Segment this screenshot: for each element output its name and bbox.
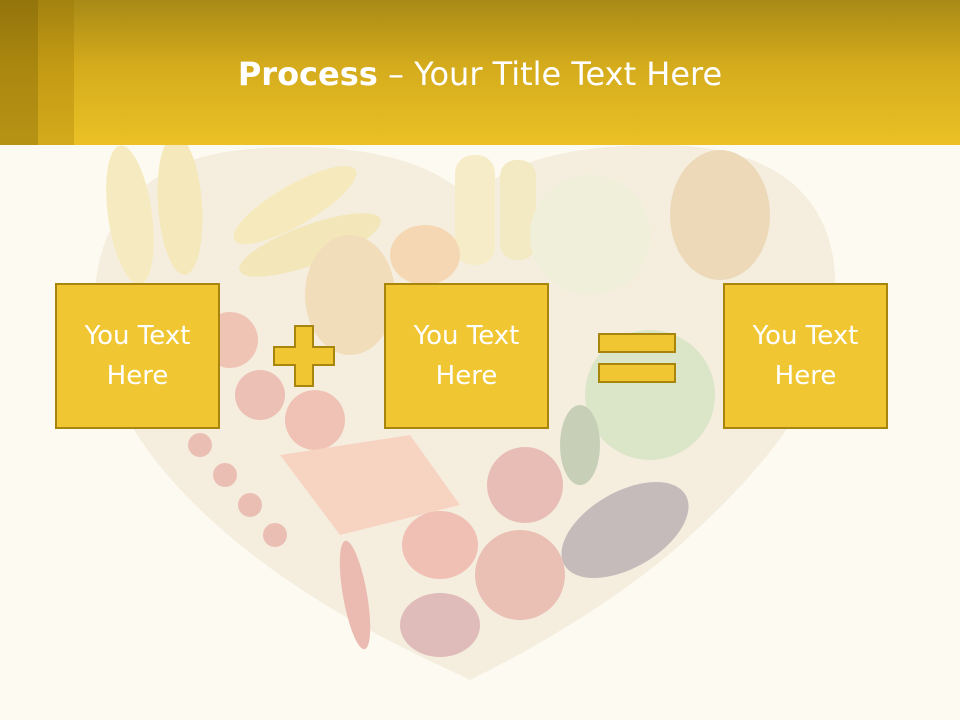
process-box-2[interactable]: You Text Here bbox=[384, 283, 549, 429]
tomato-shape bbox=[238, 493, 262, 517]
salmon-shape bbox=[280, 435, 460, 535]
corn-shape bbox=[455, 155, 495, 265]
pepper-shape bbox=[402, 511, 478, 579]
pepper-shape bbox=[390, 225, 460, 285]
tomato-shape bbox=[235, 370, 285, 420]
apple-shape bbox=[475, 530, 565, 620]
title-bold: Process bbox=[237, 55, 378, 93]
header-accent-bar bbox=[38, 0, 74, 145]
chili-shape bbox=[339, 540, 371, 650]
pineapple-shape bbox=[305, 235, 395, 355]
tomato-shape bbox=[263, 523, 287, 547]
banana-shape bbox=[239, 213, 381, 277]
title-rest: – Your Title Text Here bbox=[377, 55, 723, 93]
corn-shape bbox=[500, 160, 536, 260]
process-box-1[interactable]: You Text Here bbox=[55, 283, 220, 429]
tomato-shape bbox=[188, 433, 212, 457]
process-box-text: You Text Here bbox=[752, 321, 859, 391]
process-box-text: You Text Here bbox=[84, 321, 191, 391]
process-box-text: You Text Here bbox=[413, 321, 520, 391]
melon-shape bbox=[530, 175, 650, 295]
slide-title: Process – Your Title Text Here bbox=[0, 52, 960, 96]
process-box-3[interactable]: You Text Here bbox=[723, 283, 888, 429]
cabbage-shape bbox=[585, 330, 715, 460]
tomato-shape bbox=[213, 463, 237, 487]
banana-shape bbox=[106, 145, 154, 285]
cucumber-shape bbox=[560, 405, 600, 485]
equals-icon bbox=[598, 333, 676, 383]
eggplant-shape bbox=[561, 481, 689, 579]
pineapple-shape bbox=[670, 150, 770, 280]
apple-shape bbox=[487, 447, 563, 523]
tomato-shape bbox=[285, 390, 345, 450]
header-accent-bar bbox=[0, 0, 38, 145]
banana-shape bbox=[233, 165, 357, 245]
plus-icon bbox=[273, 325, 335, 387]
slide-header: Process – Your Title Text Here bbox=[0, 0, 960, 145]
onion-shape bbox=[400, 593, 480, 657]
banana-shape bbox=[157, 145, 203, 275]
